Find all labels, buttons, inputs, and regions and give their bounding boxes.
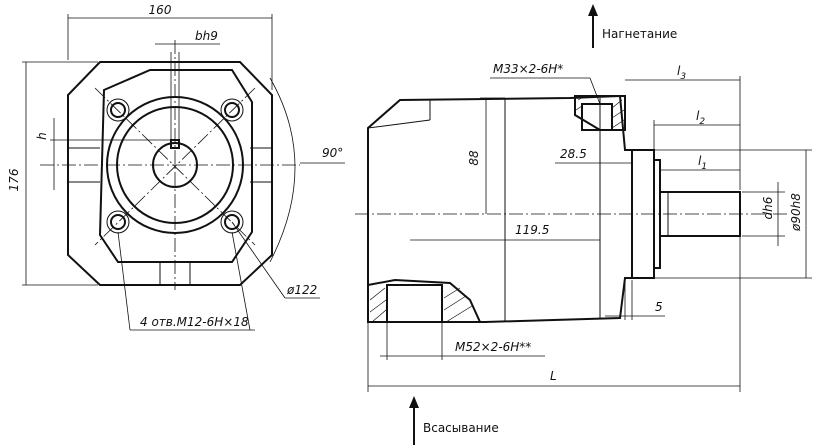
dim-l1-sub: 1	[701, 162, 707, 172]
dim-dh6: dh6	[761, 196, 775, 219]
discharge-label: Нагнетание	[602, 27, 677, 41]
dim-l2: l	[696, 109, 700, 123]
side-view: 88 М33×2-6Н* 28.5 119.5 l3 l2 l1 dh6 ø90	[355, 62, 812, 392]
end-view: 160 bh9 176 h 90° ø122 4 отв.М12-6Н×18	[7, 3, 345, 331]
angle-arc	[269, 77, 296, 263]
dim-height: 176	[7, 168, 21, 191]
dim-119-5: 119.5	[515, 223, 549, 237]
side-bosses	[68, 147, 272, 183]
dim-h: h	[35, 132, 49, 140]
dim-l1: l	[698, 154, 702, 168]
end-view-outline	[67, 61, 273, 286]
bottom-boss	[159, 262, 191, 285]
svg-text:l3: l3	[677, 64, 686, 82]
flow-arrows: Нагнетание Всасывание	[409, 4, 677, 445]
dim-l2-sub: 2	[699, 117, 705, 127]
dim-width: 160	[149, 3, 172, 17]
flange-outline	[98, 69, 253, 263]
suction-arrowhead	[409, 396, 419, 408]
dim-circle: ø122	[286, 283, 317, 297]
dim-88: 88	[467, 150, 481, 166]
discharge-arrowhead	[588, 4, 598, 16]
dim-l3-sub: 3	[680, 72, 686, 82]
suction-label: Всасывание	[423, 421, 499, 435]
svg-text:l2: l2	[696, 109, 705, 127]
dim-28-5: 28.5	[560, 147, 587, 161]
holes-note: 4 отв.М12-6Н×18	[140, 315, 249, 329]
dim-l3: l	[677, 64, 681, 78]
svg-text:l1: l1	[698, 154, 707, 172]
thread-bottom: М52×2-6Н**	[455, 340, 531, 354]
dim-d90: ø90h8	[789, 193, 803, 232]
dim-5: 5	[655, 300, 663, 314]
thread-top: М33×2-6Н*	[493, 62, 563, 76]
top-port	[574, 95, 626, 131]
dim-angle: 90°	[322, 146, 343, 160]
bottom-port	[367, 278, 482, 323]
dim-L: L	[550, 369, 557, 383]
dim-key: bh9	[195, 29, 218, 43]
